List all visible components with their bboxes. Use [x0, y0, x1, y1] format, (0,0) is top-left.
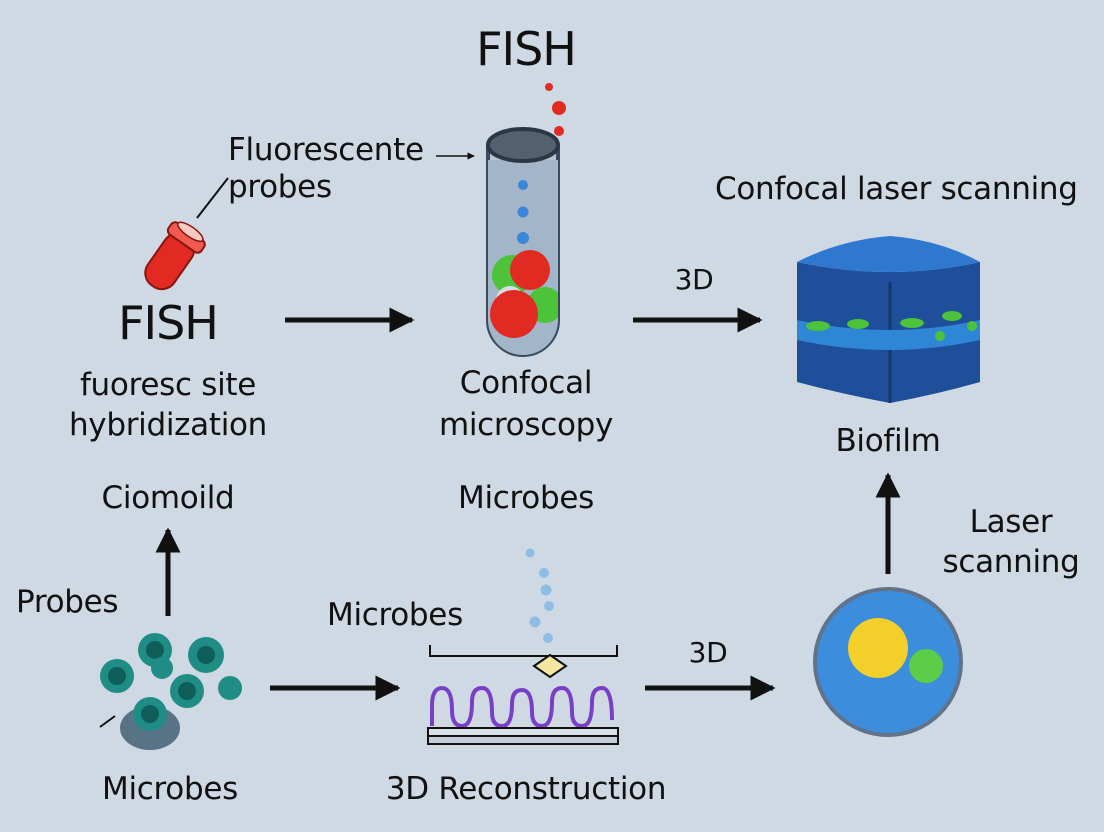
confocal-label: Confocal: [459, 365, 593, 401]
laser-label: Laser: [969, 504, 1053, 540]
fish-title-top: FISH: [476, 22, 577, 76]
fish-title-left: FISH: [118, 296, 219, 350]
hybridization-label: hybridization: [68, 407, 268, 443]
biofilm-cube-icon: [797, 236, 980, 403]
biofilm-label: Biofilm: [835, 423, 941, 459]
microbes-label-stage: Microbes: [327, 597, 463, 633]
microscopy-label: microscopy: [438, 407, 614, 443]
microscope-stage-icon: [427, 548, 619, 745]
scanning-label: scanning: [942, 544, 1080, 580]
arrows: [155, 152, 901, 701]
probes-label-left: Probes: [16, 584, 119, 620]
fluorescente-label: Fluorescente: [228, 132, 424, 168]
cell-sphere-icon: [813, 587, 963, 737]
reconstruction-label: 3D Reconstruction: [385, 771, 667, 807]
microbes-label-center: Microbes: [458, 480, 594, 516]
microbes-cluster-icon: [99, 633, 242, 750]
ciomoild-label: Ciomoild: [101, 480, 235, 516]
test-tube-icon: [486, 83, 566, 357]
three-d-label-bottom: 3D: [688, 636, 728, 669]
probes-label-upper: probes: [228, 169, 332, 205]
probe-tube-icon: [144, 177, 229, 291]
microbes-label-bottom: Microbes: [102, 771, 238, 807]
confocal-laser-scanning-label: Confocal laser scanning: [715, 171, 1078, 207]
fuoresc-site-label: fuoresc site: [79, 367, 257, 403]
three-d-label-top: 3D: [674, 263, 714, 296]
